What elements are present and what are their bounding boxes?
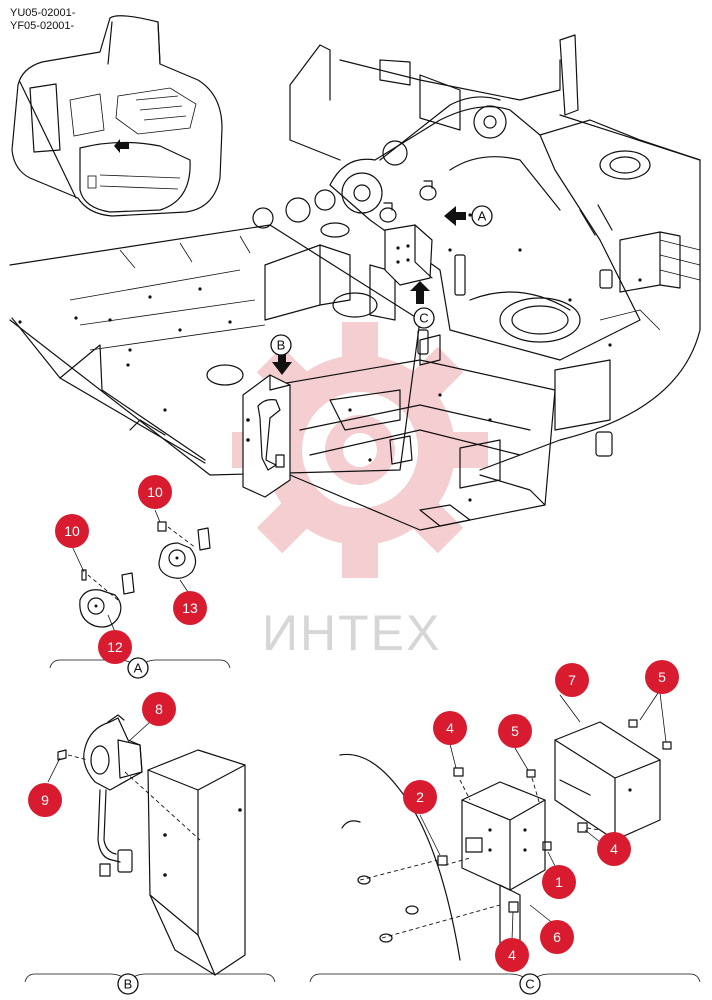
svg-text:7: 7 — [568, 672, 576, 688]
svg-text:4: 4 — [610, 841, 618, 857]
excavator-thumbnail — [11, 15, 223, 217]
view-label-b: B — [117, 973, 139, 995]
callout-4-a: 4 — [433, 711, 467, 745]
svg-text:5: 5 — [658, 669, 666, 685]
callout-1: 1 — [542, 865, 576, 899]
callout-8: 8 — [142, 692, 176, 726]
main-frame-illustration — [9, 34, 701, 531]
svg-text:9: 9 — [41, 792, 49, 808]
svg-text:C: C — [419, 311, 428, 326]
view-ref-a: A — [471, 205, 493, 227]
svg-text:A: A — [478, 209, 487, 224]
callout-4-b: 4 — [597, 832, 631, 866]
svg-text:A: A — [134, 661, 143, 676]
callout-10-b: 10 — [138, 475, 172, 509]
callout-4-c: 4 — [495, 938, 529, 972]
svg-text:2: 2 — [416, 789, 424, 805]
callout-6: 6 — [540, 920, 574, 954]
detail-view-b — [24, 714, 276, 983]
callout-9: 9 — [28, 783, 62, 817]
callout-12: 12 — [98, 630, 132, 664]
svg-text:1: 1 — [555, 874, 563, 890]
callout-5-a: 5 — [498, 714, 532, 748]
callout-13: 13 — [173, 591, 207, 625]
svg-text:13: 13 — [182, 600, 198, 616]
view-label-c: C — [519, 973, 541, 995]
svg-text:B: B — [124, 977, 133, 992]
detail-view-c — [309, 719, 701, 983]
svg-text:10: 10 — [147, 484, 163, 500]
view-ref-c: C — [413, 307, 435, 329]
callout-10-a: 10 — [55, 514, 89, 548]
svg-text:12: 12 — [107, 639, 123, 655]
svg-text:6: 6 — [553, 929, 561, 945]
serial-range-line-2: YF05-02001- — [10, 20, 75, 32]
svg-text:4: 4 — [446, 720, 454, 736]
watermark-logo: ИНТЕХ — [232, 322, 488, 661]
view-ref-b: B — [270, 334, 292, 356]
watermark-text: ИНТЕХ — [262, 605, 441, 661]
callout-2: 2 — [403, 780, 437, 814]
svg-text:8: 8 — [155, 701, 163, 717]
svg-text:B: B — [277, 338, 286, 353]
callout-7: 7 — [555, 663, 589, 697]
serial-range-line-1: YU05-02001- — [10, 7, 76, 19]
svg-text:10: 10 — [64, 523, 80, 539]
callout-5-b: 5 — [645, 660, 679, 694]
view-label-a: A — [127, 657, 149, 679]
svg-text:C: C — [525, 977, 534, 992]
detail-view-a — [49, 521, 231, 669]
svg-text:4: 4 — [508, 947, 516, 963]
svg-text:5: 5 — [511, 723, 519, 739]
